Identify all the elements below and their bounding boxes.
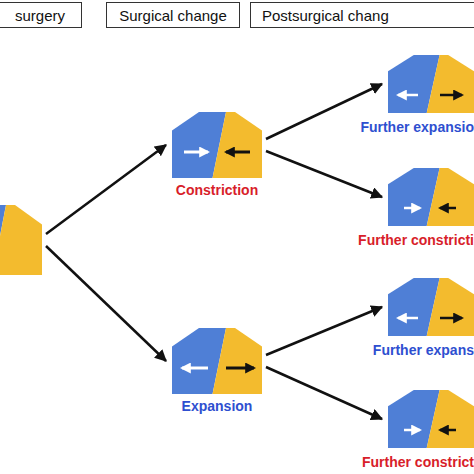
force-arrow <box>226 151 250 154</box>
jaw-outline <box>388 278 474 336</box>
jaw-shape: Further expans <box>388 278 474 358</box>
flow-arrow <box>46 145 166 234</box>
jaw-shape: Further expansio <box>388 55 474 135</box>
right-segment <box>427 278 474 336</box>
force-arrow <box>440 207 456 210</box>
right-segment <box>213 328 263 394</box>
jaw-outline <box>172 112 262 178</box>
flow-arrow <box>266 151 382 197</box>
jaw-shape: Further constricti <box>388 168 474 248</box>
jaw-outline <box>172 328 262 394</box>
jaw-outline <box>0 205 42 275</box>
column-header: Postsurgical chang <box>250 2 474 28</box>
change-label: Further expansio <box>360 119 474 135</box>
right-segment <box>427 390 474 448</box>
right-segment <box>213 112 263 178</box>
force-arrow <box>404 207 420 210</box>
force-arrow <box>184 151 208 154</box>
jaw-outline <box>388 55 474 113</box>
force-arrow <box>404 429 420 432</box>
header-text: Surgical change <box>119 7 227 24</box>
column-header: Surgical change <box>106 2 240 28</box>
force-arrow <box>440 429 456 432</box>
flow-arrow <box>266 84 382 139</box>
force-arrow <box>440 94 462 97</box>
force-arrow <box>182 367 208 370</box>
change-label: Further expans <box>373 342 474 358</box>
jaw-shape: Constriction <box>172 112 262 200</box>
change-label: Expansion <box>182 398 253 414</box>
flow-arrow <box>266 307 382 355</box>
force-arrow <box>226 367 254 370</box>
change-label: Constriction <box>176 182 258 198</box>
flow-arrow <box>46 246 166 361</box>
jaw-shape: Further constrict <box>388 390 474 470</box>
jaw-outline <box>388 390 474 448</box>
right-segment <box>427 55 474 113</box>
jaw-shape: Expansion <box>172 328 262 416</box>
header-text: Postsurgical chang <box>262 7 389 24</box>
right-segment <box>0 205 42 275</box>
change-label: Further constricti <box>358 232 474 248</box>
header-text: surgery <box>15 7 65 24</box>
force-arrow <box>440 317 462 320</box>
jaw-outline <box>388 168 474 226</box>
force-arrow <box>398 94 418 97</box>
change-label: Further constrict <box>362 454 474 470</box>
right-segment <box>427 168 474 226</box>
jaw-shape <box>0 205 42 297</box>
force-arrow <box>398 317 418 320</box>
flow-arrow <box>266 367 382 419</box>
column-header: surgery <box>0 2 82 28</box>
